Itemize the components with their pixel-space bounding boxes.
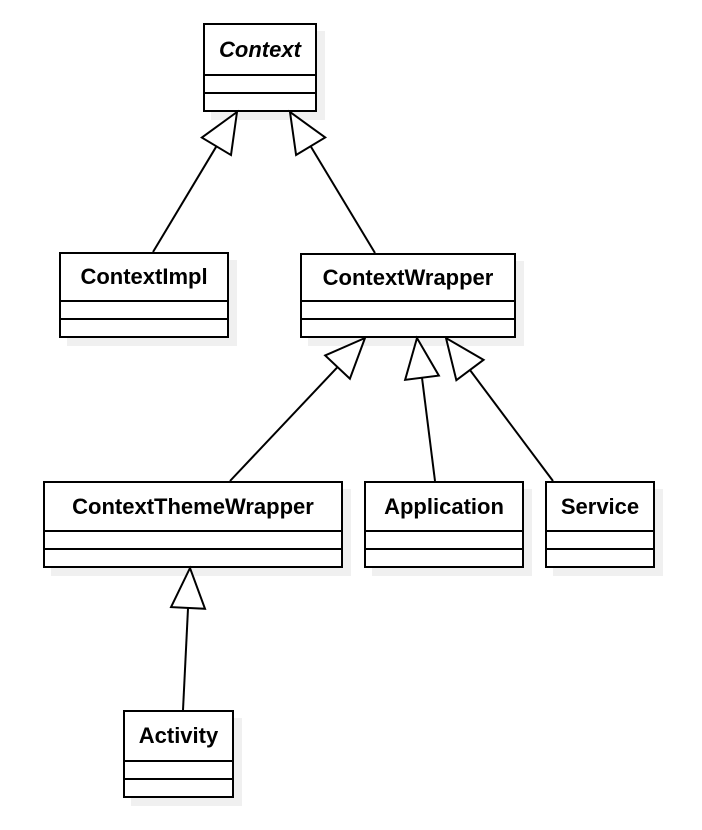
methods-compartment — [45, 550, 341, 566]
class-box-context: Context — [203, 23, 317, 112]
methods-compartment — [61, 320, 227, 336]
methods-compartment — [366, 550, 522, 566]
attributes-compartment — [547, 532, 653, 550]
class-box-service: Service — [545, 481, 655, 568]
attributes-compartment — [125, 762, 232, 780]
class-box-contextimpl: ContextImpl — [59, 252, 229, 338]
class-name-label: Application — [366, 483, 522, 532]
class-box-contextwrapper: ContextWrapper — [300, 253, 516, 338]
class-name-label: Context — [205, 25, 315, 76]
class-box-activity: Activity — [123, 710, 234, 798]
methods-compartment — [302, 320, 514, 336]
class-name-label: ContextImpl — [61, 254, 227, 302]
attributes-compartment — [45, 532, 341, 550]
methods-compartment — [547, 550, 653, 566]
class-name-label: Service — [547, 483, 653, 532]
class-name-label: Activity — [125, 712, 232, 762]
attributes-compartment — [61, 302, 227, 320]
class-box-application: Application — [364, 481, 524, 568]
attributes-compartment — [205, 76, 315, 94]
attributes-compartment — [366, 532, 522, 550]
methods-compartment — [125, 780, 232, 796]
attributes-compartment — [302, 302, 514, 320]
methods-compartment — [205, 94, 315, 110]
class-name-label: ContextThemeWrapper — [45, 483, 341, 532]
class-name-label: ContextWrapper — [302, 255, 514, 302]
class-box-contextthemewrapper: ContextThemeWrapper — [43, 481, 343, 568]
